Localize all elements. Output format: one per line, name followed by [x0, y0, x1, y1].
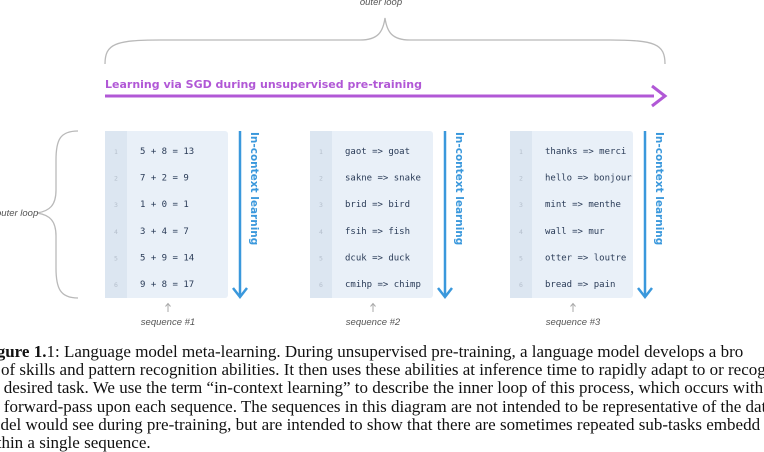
in-context-arrow-head: [437, 287, 453, 300]
line-number-gutter: [510, 131, 532, 298]
line-number: 5: [114, 254, 118, 262]
line-number: 6: [519, 281, 523, 289]
in-context-label: In-context learning: [653, 132, 665, 245]
sequence-panel-2: 1 gaot => goat 2 sakne => snake 3 brid => bir…: [310, 131, 465, 328]
caption-line: igure 1.1: Language model meta-learning.…: [0, 342, 764, 361]
outer-loop-left-label: outer loop: [0, 208, 38, 219]
line-number: 2: [519, 175, 523, 183]
line-number: 5: [519, 254, 523, 262]
line-number: 2: [114, 175, 118, 183]
line-number: 4: [114, 228, 118, 236]
line-number: 3: [114, 201, 118, 209]
in-context-label: In-context learning: [453, 132, 465, 245]
outer-loop-top-label: outer loop: [360, 0, 402, 8]
sgd-label: Learning via SGD during unsupervised pre…: [105, 78, 422, 91]
sequence-label: sequence #2: [346, 317, 401, 328]
sequence-example: 5 + 9 = 14: [140, 253, 194, 263]
outer-loop-left-brace: [36, 130, 79, 299]
meta-learning-diagram: outer loop Learning via SGD during unsup…: [0, 0, 668, 328]
sequence-box: [310, 131, 433, 298]
line-number: 4: [319, 228, 323, 236]
line-number: 3: [519, 201, 523, 209]
in-context-arrow-head: [232, 287, 248, 300]
sequence-example: 1 + 0 = 1: [140, 200, 189, 210]
sequence-example: hello => bonjour: [545, 174, 632, 184]
sequence-label: sequence #1: [141, 317, 195, 328]
sequence-example: dcuk => duck: [345, 253, 411, 263]
line-number-gutter: [105, 131, 127, 298]
line-number: 1: [519, 148, 523, 156]
line-number: 6: [319, 281, 323, 289]
sequence-example: cmihp => chimp: [345, 280, 421, 290]
pointer-arrow-head: [370, 302, 376, 307]
caption-bold-lead: igure 1.: [0, 342, 47, 361]
sequence-example: otter => loutre: [545, 253, 626, 263]
sequence-label: sequence #3: [546, 317, 601, 328]
in-context-label: In-context learning: [248, 132, 260, 245]
caption-line: t of skills and pattern recognition abil…: [0, 360, 764, 380]
sgd-arrow-head: [651, 84, 668, 108]
sequence-example: 3 + 4 = 7: [140, 227, 189, 237]
caption-line: e forward-pass upon each sequence. The s…: [0, 396, 764, 416]
line-number-gutter: [310, 131, 332, 298]
sequence-panel-3: 1 thanks => merci 2 hello => bonjour 3 mint =…: [510, 131, 665, 328]
outer-loop-top-brace: [104, 17, 666, 65]
line-number: 1: [319, 148, 323, 156]
caption-line-rest: 1: Language model meta-learning. During …: [46, 342, 744, 361]
sequence-example: thanks => merci: [545, 147, 626, 157]
sequence-box: [510, 131, 633, 298]
sequence-example: bread => pain: [545, 280, 615, 290]
in-context-arrow-head: [637, 287, 653, 300]
sequence-example: 9 + 8 = 17: [140, 280, 194, 290]
line-number: 4: [519, 228, 523, 236]
line-number: 2: [319, 175, 323, 183]
sequence-panel-1: 1 5 + 8 = 13 2 7 + 2 = 9 3 1 + 0 = 1 4 3 + 4 = …: [105, 131, 260, 328]
figure-caption: igure 1.1: Language model meta-learning.…: [0, 342, 764, 452]
line-number: 1: [114, 148, 118, 156]
sequence-example: fsih => fish: [345, 227, 410, 237]
caption-line: odel would see during pre-training, but …: [0, 414, 761, 434]
sequence-example: 5 + 8 = 13: [140, 147, 194, 157]
pointer-arrow-head: [570, 302, 576, 307]
sequence-example: wall => mur: [545, 227, 605, 237]
sequence-box: [105, 131, 228, 298]
line-number: 5: [319, 254, 323, 262]
sequence-example: gaot => goat: [345, 147, 410, 157]
line-number: 3: [319, 201, 323, 209]
caption-line: ithin a single sequence.: [0, 433, 151, 452]
caption-line: e desired task. We use the term “in-cont…: [0, 378, 764, 398]
line-number: 6: [114, 281, 118, 289]
sequence-example: 7 + 2 = 9: [140, 174, 189, 184]
pointer-arrow-head: [165, 302, 171, 307]
sequence-example: sakne => snake: [345, 174, 421, 184]
sequence-example: mint => menthe: [545, 200, 621, 210]
sequence-example: brid => bird: [345, 200, 410, 210]
